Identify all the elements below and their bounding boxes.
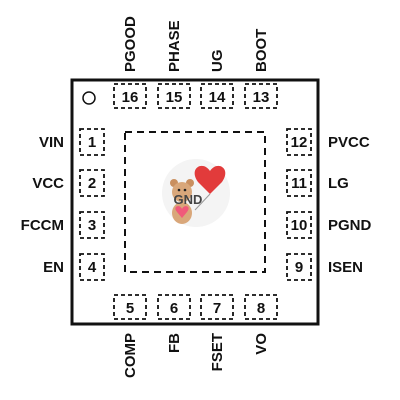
pin-pad xyxy=(244,294,278,320)
pin-pad xyxy=(200,83,234,109)
pin-pad xyxy=(113,294,147,320)
pin-number: 9 xyxy=(295,259,303,276)
pin-16: 16 PGOOD xyxy=(113,16,147,109)
pin-9: 9 ISEN xyxy=(286,253,363,281)
pin-name-fb: FB xyxy=(166,333,183,353)
pin-pad xyxy=(79,211,105,239)
pin-number: 10 xyxy=(291,217,308,234)
pin-4: 4 EN xyxy=(43,253,105,281)
pin-number: 13 xyxy=(253,89,270,106)
pin-6: 6FB xyxy=(157,294,191,353)
teddy-bear-heart-icon xyxy=(162,159,230,227)
pin-name-phase: PHASE xyxy=(166,20,183,72)
pin-8: 8VO xyxy=(244,294,278,355)
pin-number: 15 xyxy=(166,89,183,106)
pin-pad xyxy=(286,169,312,197)
pin-pad xyxy=(113,83,147,109)
pin-pad xyxy=(286,253,312,281)
pin-3: 3 FCCM xyxy=(21,211,105,239)
pin-1: 1 VIN xyxy=(39,128,105,156)
pin-10: 10 PGND xyxy=(286,211,372,239)
pin-number: 4 xyxy=(88,259,97,276)
pin-name-pgood: PGOOD xyxy=(122,16,139,72)
pin-pad xyxy=(286,211,312,239)
pin-pad xyxy=(200,294,234,320)
pin-14: 14 UG xyxy=(200,50,234,109)
pin-number: 7 xyxy=(213,300,221,317)
pin-pad xyxy=(157,83,191,109)
pin-pad xyxy=(79,128,105,156)
pin-name-fccm: FCCM xyxy=(21,217,64,234)
pin-number: 12 xyxy=(291,134,308,151)
pin-12: 12 PVCC xyxy=(286,128,370,156)
pin-pad xyxy=(286,128,312,156)
pin-number: 16 xyxy=(122,89,139,106)
pin-name-vin: VIN xyxy=(39,134,64,151)
pin-pad xyxy=(244,83,278,109)
pin-name-comp: COMP xyxy=(122,333,139,378)
pin-number: 5 xyxy=(126,300,134,317)
pin-name-boot: BOOT xyxy=(253,29,270,72)
pin1-marker-icon xyxy=(82,91,96,105)
pin-number: 1 xyxy=(88,134,96,151)
pin-number: 3 xyxy=(88,217,96,234)
pin-name-isen: ISEN xyxy=(328,259,363,276)
pin-number: 14 xyxy=(209,89,226,106)
pin-pad xyxy=(79,253,105,281)
pin-13: 13 BOOT xyxy=(244,29,278,109)
pin-pad xyxy=(157,294,191,320)
pin-name-vcc: VCC xyxy=(32,175,64,192)
pin-name-pgnd: PGND xyxy=(328,217,372,234)
pin-name-ug: UG xyxy=(209,50,226,73)
pin-number: 2 xyxy=(88,175,96,192)
pin-name-lg: LG xyxy=(328,175,349,192)
pin-name-vo: VO xyxy=(253,333,270,355)
pin-name-en: EN xyxy=(43,259,64,276)
pin-name-pvcc: PVCC xyxy=(328,134,370,151)
pin-number: 11 xyxy=(291,175,307,192)
pin-number: 8 xyxy=(257,300,265,317)
pin-2: 2 VCC xyxy=(32,169,105,197)
pin-pad xyxy=(79,169,105,197)
pin-11: 11 LG xyxy=(286,169,349,197)
pin-number: 6 xyxy=(170,300,178,317)
pin-15: 15 PHASE xyxy=(157,20,191,109)
exposed-pad xyxy=(124,131,266,273)
pin-name-fset: FSET xyxy=(209,333,226,371)
center-pad-label: GND xyxy=(174,192,203,207)
